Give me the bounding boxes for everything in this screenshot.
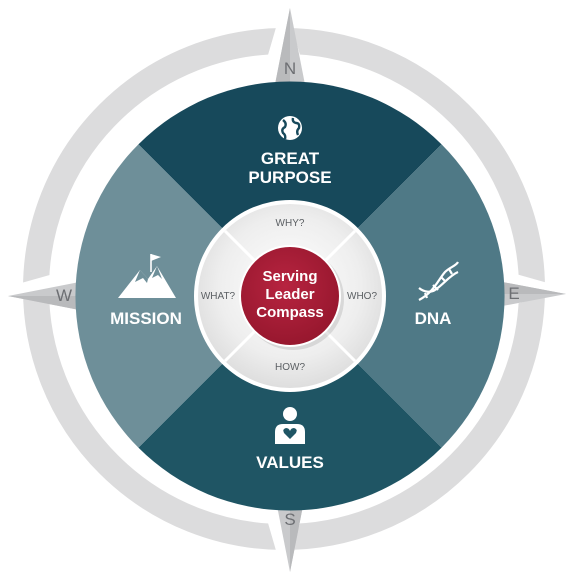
center-line-3: Compass <box>256 304 324 321</box>
direction-east: E <box>508 284 519 303</box>
outer-ring-ne <box>283 28 545 290</box>
person-heart-icon <box>275 407 305 444</box>
question-why: WHY? <box>276 218 305 229</box>
question-who: WHO? <box>347 291 377 302</box>
great-purpose-line-1: GREAT <box>261 149 320 168</box>
dna-label: DNA <box>415 309 452 328</box>
direction-west: W <box>56 286 72 305</box>
main-ring <box>75 81 505 511</box>
great-purpose-line-2: PURPOSE <box>248 168 331 187</box>
segment-dna <box>290 144 505 448</box>
outer-ring-sw <box>23 288 285 550</box>
center-line-1: Serving <box>262 268 317 285</box>
direction-south: S <box>284 510 295 529</box>
outer-ring <box>23 28 545 550</box>
globe-icon <box>278 116 302 140</box>
dna-icon <box>418 261 459 301</box>
values-label: VALUES <box>256 453 324 472</box>
center-line-2: Leader <box>265 286 314 303</box>
segment-values <box>138 296 442 511</box>
outer-ring-nw <box>23 28 285 290</box>
segment-great-purpose <box>138 81 442 297</box>
direction-north: N <box>284 59 296 78</box>
outer-ring-se <box>283 288 545 550</box>
segment-mission <box>75 144 290 448</box>
center-badge: Serving Leader Compass <box>239 245 344 350</box>
mission-label: MISSION <box>110 309 182 328</box>
question-how: HOW? <box>275 362 305 373</box>
mountain-flag-icon <box>118 254 176 298</box>
question-what: WHAT? <box>201 291 236 302</box>
